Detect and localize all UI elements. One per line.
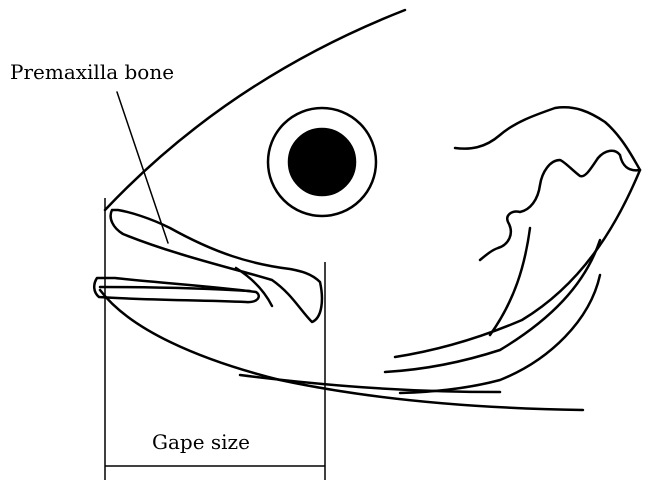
- head-top-outline: [105, 10, 405, 210]
- operculum-outline: [455, 107, 640, 260]
- premaxilla-leader-line: [117, 92, 168, 243]
- eye-pupil: [289, 129, 355, 195]
- gill-arc-2: [395, 170, 640, 357]
- chin-outline: [100, 290, 583, 410]
- throat-line: [240, 375, 500, 392]
- gape-size-label: Gape size: [152, 432, 250, 452]
- premaxilla-label: Premaxilla bone: [10, 62, 174, 82]
- premaxilla-jaw: [111, 210, 322, 322]
